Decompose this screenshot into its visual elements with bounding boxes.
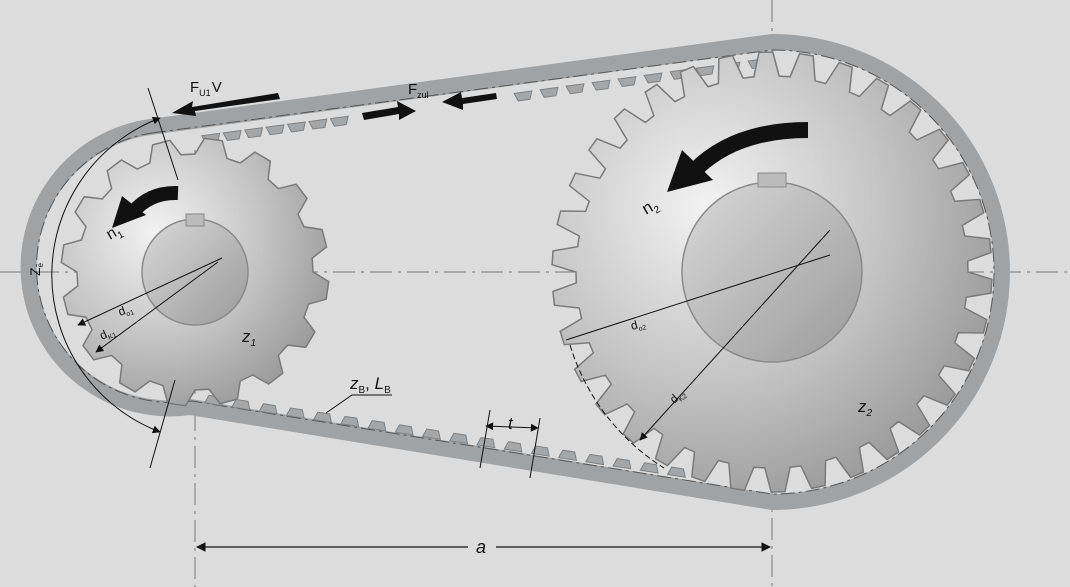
belt-tooth — [258, 403, 278, 415]
belt-tooth — [340, 415, 360, 428]
small-pulley — [60, 137, 330, 407]
belt-tooth — [286, 121, 306, 133]
belt-tooth — [513, 90, 533, 102]
force-arrows — [172, 92, 497, 120]
belt-tooth — [265, 124, 285, 136]
label-pitch-dia-small: do1 — [116, 301, 135, 321]
circumferential-force-arrow — [172, 93, 280, 116]
belt-pitch-line — [36, 49, 995, 495]
pitch-dimension — [479, 409, 541, 479]
label-force-allow: Fzul — [408, 81, 429, 100]
label-wrap-teeth: Ze — [27, 262, 45, 276]
belt-teeth — [201, 58, 767, 478]
rotation-arrow-large — [689, 122, 809, 176]
belt-tooth — [503, 441, 523, 453]
label-teeth-small: z1 — [241, 327, 256, 349]
label-belt: zB, LB — [349, 374, 391, 396]
belt-tooth — [394, 424, 414, 436]
belt-tooth — [312, 411, 333, 424]
belt-tooth — [557, 449, 578, 462]
label-center-distance: a — [476, 537, 486, 557]
belt-tooth — [329, 115, 349, 127]
timing-belt — [20, 34, 1010, 510]
label-force-circ: FU1V — [190, 79, 222, 98]
belt-tooth — [367, 420, 387, 432]
belt-tooth — [591, 79, 611, 91]
belt-tooth — [617, 76, 637, 88]
belt-tooth — [612, 458, 632, 470]
belt-tooth — [308, 118, 328, 130]
belt-tooth — [539, 86, 559, 98]
belt-tooth — [243, 127, 264, 139]
belt-tooth — [643, 72, 663, 84]
belt-tooth — [585, 453, 605, 466]
belt-tooth — [530, 445, 550, 457]
wrap-angle-arc — [51, 116, 161, 434]
belt-tooth — [476, 436, 496, 449]
belt-tooth — [421, 428, 441, 440]
tension-arrow-left — [442, 92, 497, 110]
label-pitch-dia-large: do2 — [629, 316, 647, 335]
belt-tooth — [285, 407, 305, 419]
belt-tooth — [565, 83, 585, 95]
belt-tooth — [222, 129, 242, 141]
tension-arrow-right — [362, 101, 416, 120]
label-tip-dia-small: dK1 — [97, 324, 118, 345]
belt-tooth — [639, 462, 659, 474]
belt-tooth — [231, 398, 251, 411]
large-pulley — [551, 51, 993, 493]
belt-tooth — [448, 432, 469, 445]
belt-tooth — [666, 466, 686, 478]
label-pitch: t — [508, 414, 514, 433]
label-teeth-large: z2 — [857, 397, 873, 419]
